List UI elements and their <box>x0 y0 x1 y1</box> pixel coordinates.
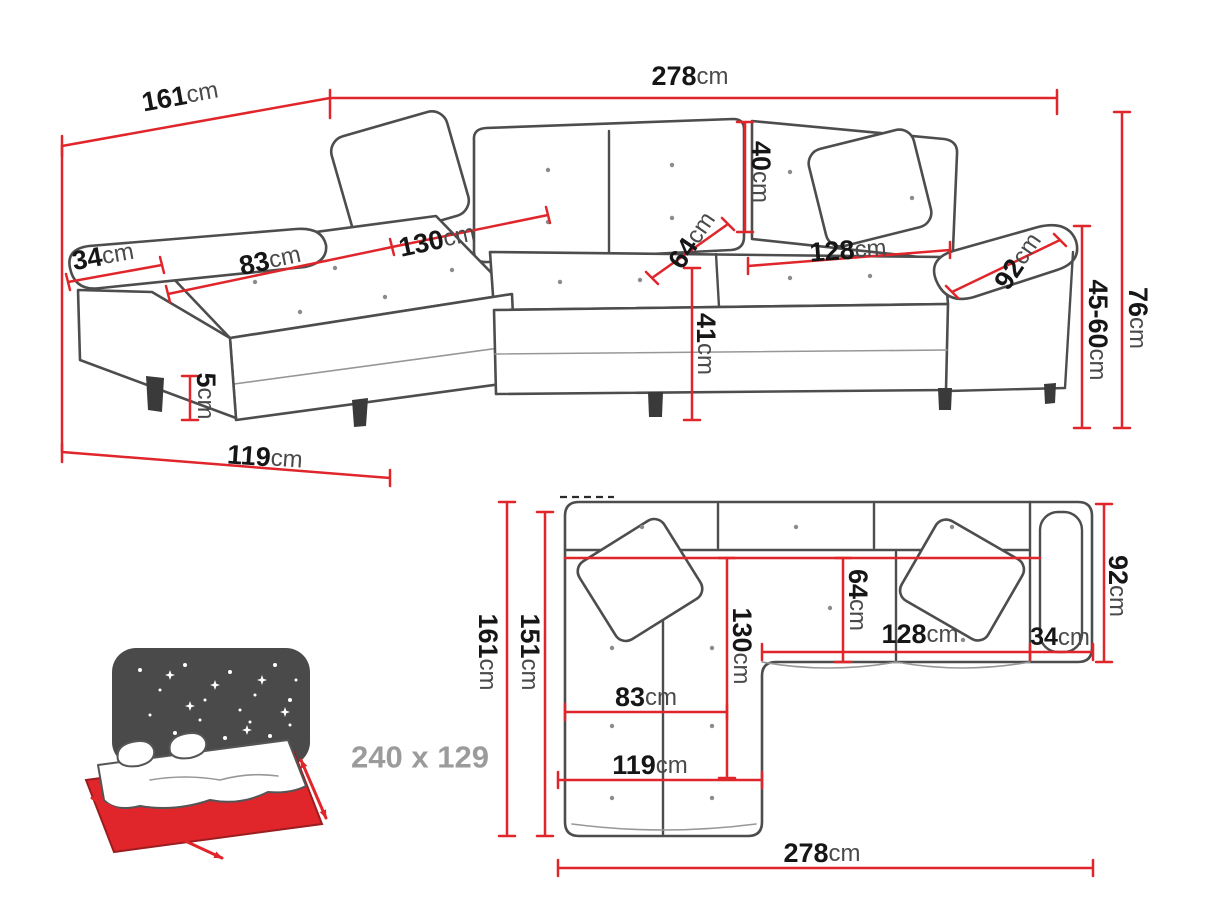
plan-dimension-line-161 <box>497 500 517 838</box>
plan-dim-92-label: 92cm <box>1103 555 1133 617</box>
plan-dim-130-label: 130cm <box>727 607 757 684</box>
bed-size-label: 240 x 129 <box>351 740 489 775</box>
back-pillow-right <box>807 128 933 248</box>
stars <box>133 663 298 744</box>
dim-161-label: 161cm <box>139 75 220 118</box>
dim-128-label: 128cm <box>809 232 888 267</box>
plan-pillow-left <box>576 517 704 643</box>
plan-dim-119-label: 119cm <box>612 750 688 780</box>
plan-dimension-line-92 <box>1094 502 1114 664</box>
dim-83-label: 83cm <box>237 239 304 281</box>
plan-view: 161cm 151cm 130cm 64cm 92cm 128cm 34cm 8… <box>473 495 1133 878</box>
sofa-legs <box>146 376 1056 427</box>
dimension-line-278 <box>328 88 1059 120</box>
plan-pillow-right <box>898 518 1026 642</box>
plan-dimension-line-130 <box>717 556 737 780</box>
dim-76-label: 76cm <box>1123 287 1153 349</box>
plan-dimension-line-128-34 <box>760 642 1095 662</box>
dim-34-label: 34cm <box>70 236 136 276</box>
dimension-line-5 <box>180 374 200 422</box>
plan-dim-161-label: 161cm <box>473 613 503 690</box>
dim-41-label: 41cm <box>691 313 721 375</box>
dim-45-60-label: 45-60cm <box>1083 279 1113 380</box>
bed-arrow-width <box>90 796 224 860</box>
dimension-line-92 <box>944 232 1068 300</box>
plan-dim-128-label: 128cm <box>881 619 958 649</box>
plan-dim-278-label: 278cm <box>783 838 860 868</box>
dimension-line-45-60 <box>1072 224 1092 430</box>
dimension-line-83-130 <box>164 205 552 304</box>
dimension-line-34 <box>64 255 166 292</box>
plan-dim-34-label: 34cm <box>1030 623 1090 651</box>
left-base <box>76 288 238 420</box>
main-front-seam <box>494 349 948 355</box>
plan-dimension-line-119 <box>556 770 764 790</box>
plan-dim-64-label: 64cm <box>843 569 873 631</box>
dim-5-label: 5cm <box>191 372 221 419</box>
plan-tufts <box>609 524 966 801</box>
plan-dim-151-label: 151cm <box>515 613 545 690</box>
dimension-line-128 <box>746 240 952 276</box>
dimension-line-119 <box>60 442 392 488</box>
headboard <box>112 648 310 766</box>
plan-dimension-line-64 <box>833 556 853 664</box>
plan-dimension-line-278 <box>556 858 1095 878</box>
dimension-line-76 <box>1112 110 1132 430</box>
plan-dimension-line-151 <box>535 510 555 838</box>
chaise-front-seam <box>233 345 515 385</box>
main-seat-seam <box>714 252 721 309</box>
bed-arrow-depth <box>299 758 328 820</box>
right-side-edge <box>946 250 1075 393</box>
plan-dimension-line-83 <box>563 702 729 722</box>
dimension-line-40 <box>735 120 755 234</box>
dim-40-label: 40cm <box>746 141 776 203</box>
dimension-line-64 <box>644 216 736 286</box>
dimension-line-41 <box>682 266 702 422</box>
plan-dim-83-label: 83cm <box>615 682 677 712</box>
sleeping-function: 240 x 129 <box>84 648 489 860</box>
perspective-view: 278cm 161cm 40cm 34cm 83cm 130cm 64cm 12… <box>60 61 1153 488</box>
dim-119-label: 119cm <box>226 439 303 474</box>
right-armrest <box>932 223 1079 301</box>
dim-278-label: 278cm <box>651 61 728 91</box>
bed-pillows <box>116 732 279 781</box>
left-armrest <box>68 227 328 290</box>
